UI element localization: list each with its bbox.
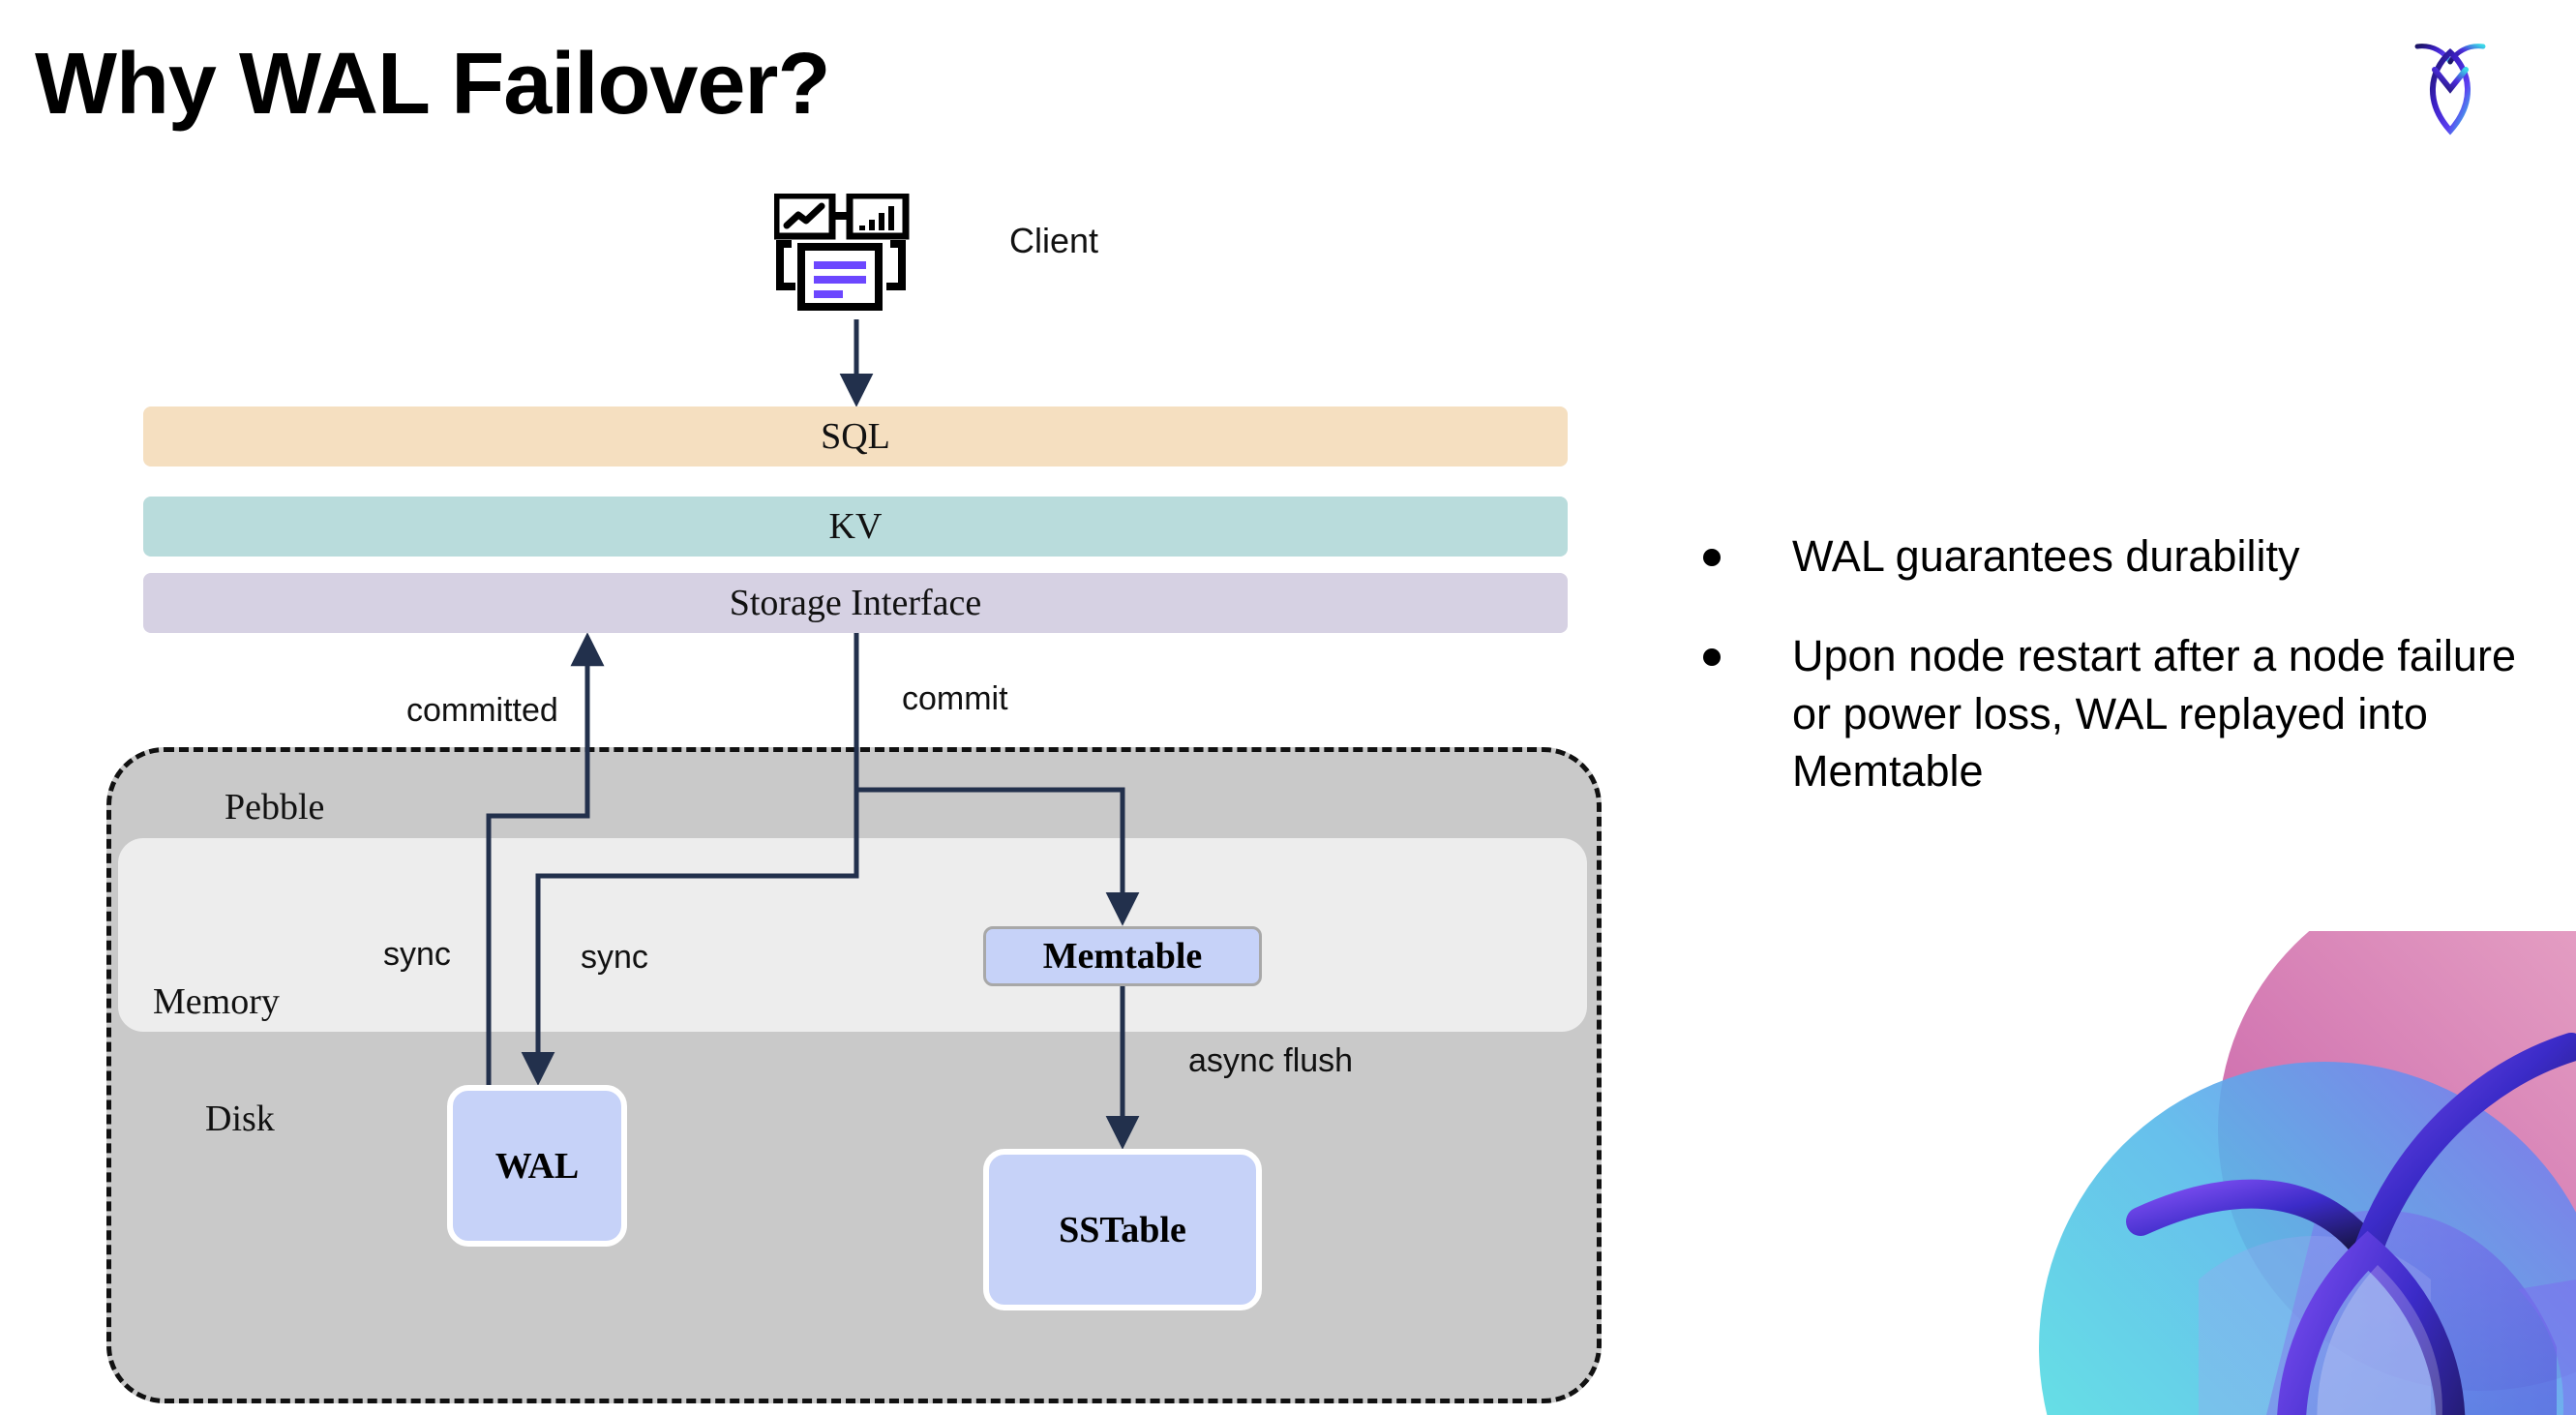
layer-label-sql: SQL <box>821 416 890 457</box>
node-memtable: Memtable <box>983 926 1262 986</box>
edge-label-async-flush: async flush <box>1188 1042 1354 1079</box>
bullet-list: WAL guarantees durability Upon node rest… <box>1703 527 2555 843</box>
node-label-wal: WAL <box>494 1145 580 1187</box>
memory-label: Memory <box>153 981 280 1022</box>
node-label-memtable: Memtable <box>1042 936 1203 977</box>
architecture-diagram: Pebble Memory Disk SQL KV Storage Interf… <box>106 192 1602 1403</box>
cockroach-watermark-icon <box>1976 931 2576 1415</box>
diagram-connectors <box>486 319 1140 1150</box>
layer-label-kv: KV <box>828 506 883 547</box>
node-label-sstable: SSTable <box>1059 1209 1186 1250</box>
layer-label-storage-interface: Storage Interface <box>729 583 982 623</box>
bullet-text: WAL guarantees durability <box>1792 531 2300 581</box>
layer-bar-kv: KV <box>143 497 1568 557</box>
bullet-dot-icon <box>1703 549 1721 566</box>
list-item: Upon node restart after a node failure o… <box>1703 627 2555 799</box>
node-wal: WAL <box>447 1085 627 1247</box>
disk-label: Disk <box>205 1099 275 1139</box>
layer-bar-storage-interface: Storage Interface <box>143 573 1568 633</box>
edge-label-committed: committed <box>406 692 558 729</box>
node-sstable: SSTable <box>983 1149 1262 1310</box>
edge-label-sync-left: sync <box>383 936 451 973</box>
memory-container <box>118 838 1587 1032</box>
edge-label-sync-right: sync <box>581 939 648 976</box>
edge-label-commit: commit <box>902 680 1008 717</box>
client-label: Client <box>1009 221 1099 260</box>
client-dashboard-icon <box>772 192 929 329</box>
layer-bar-sql: SQL <box>143 406 1568 467</box>
pebble-label: Pebble <box>225 787 325 828</box>
bullet-text: Upon node restart after a node failure o… <box>1792 631 2516 797</box>
cockroach-logo-icon <box>2411 31 2489 137</box>
list-item: WAL guarantees durability <box>1703 527 2555 585</box>
bullet-dot-icon <box>1703 648 1721 667</box>
page-title: Why WAL Failover? <box>35 36 830 133</box>
